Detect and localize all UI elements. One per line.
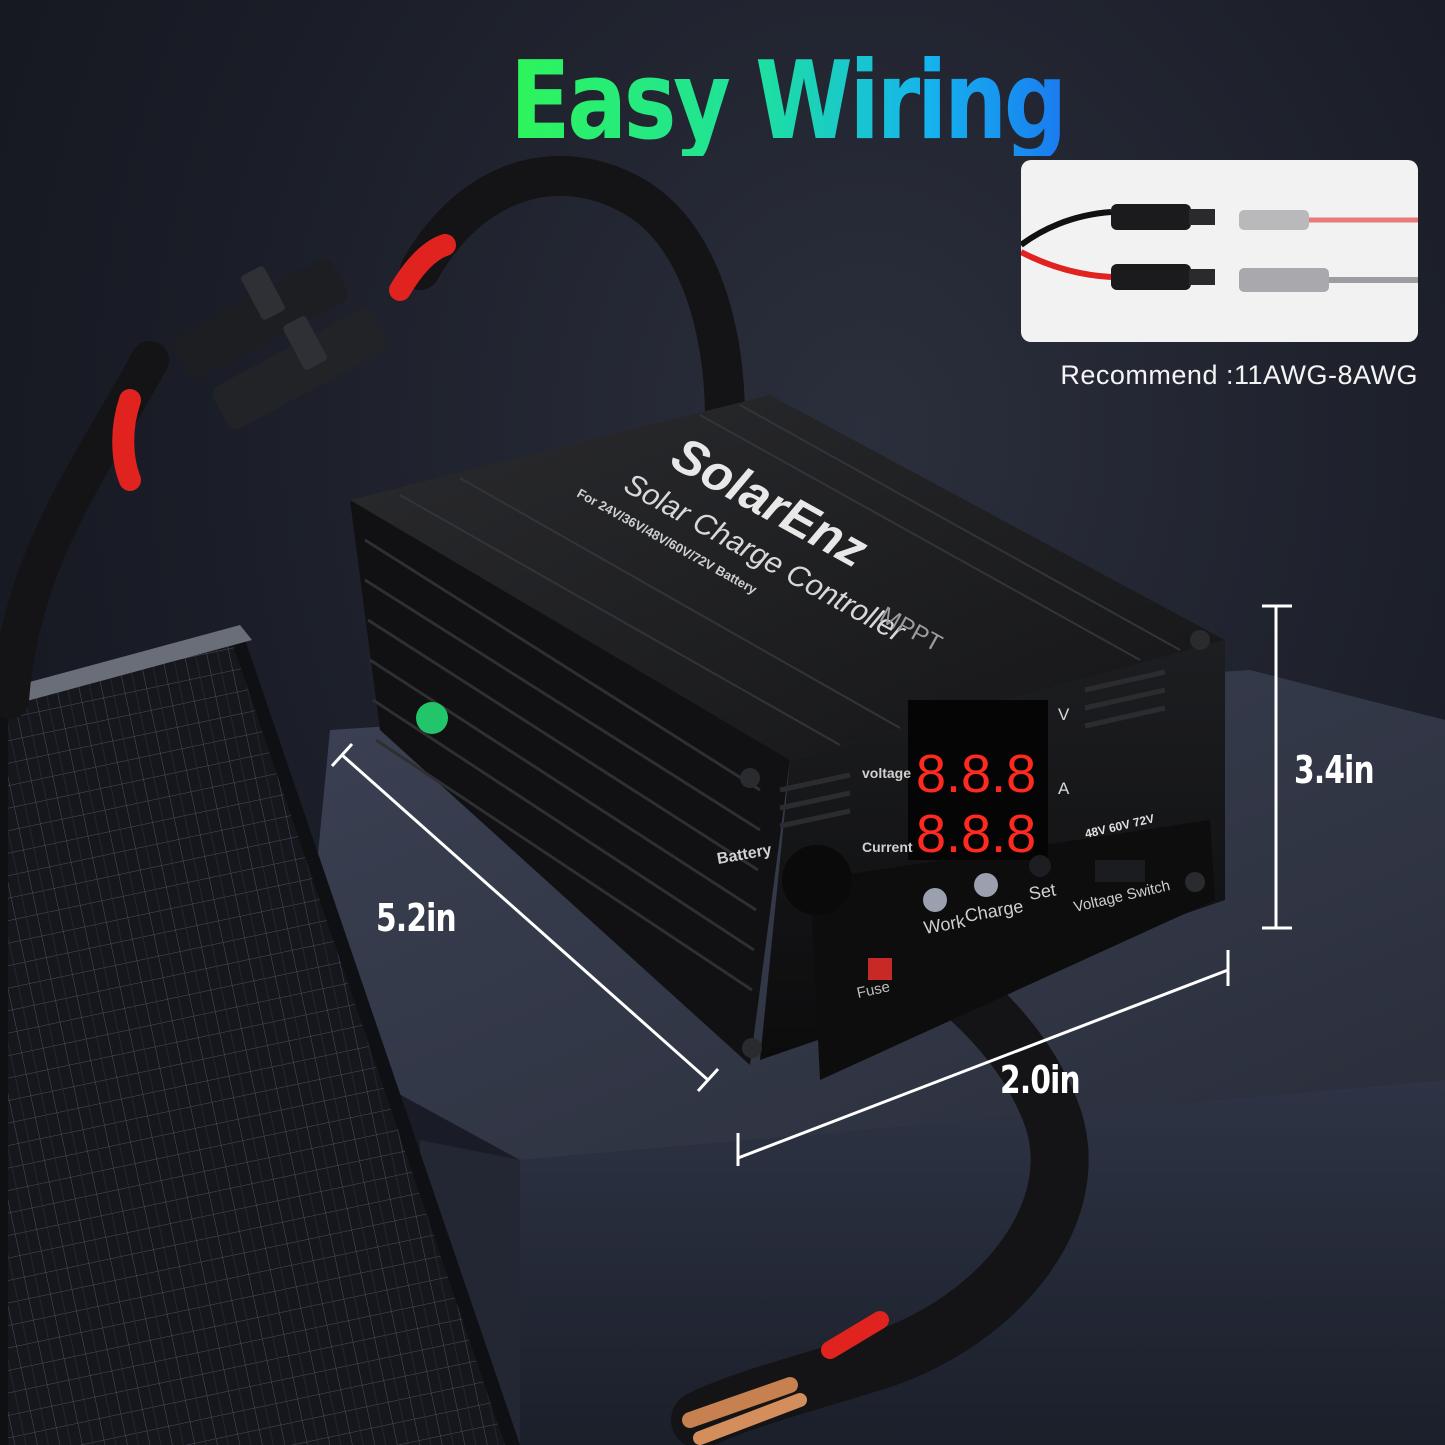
connector-diagram — [1021, 204, 1418, 292]
voltage-label: voltage — [862, 765, 911, 781]
set-label: Set — [1027, 880, 1057, 904]
width-dimension: 2.0in — [1000, 1058, 1081, 1102]
voltage-display: 8.8.8 — [916, 744, 1036, 804]
height-dimension: 3.4in — [1294, 748, 1375, 792]
headline: Easy Wiring — [510, 39, 1067, 164]
length-dimension: 5.2in — [376, 896, 457, 940]
charge-controller — [350, 395, 1225, 1080]
recommend-caption: Recommend :11AWG-8AWG — [1060, 360, 1418, 390]
unit-v-label: V — [1058, 705, 1070, 724]
current-label: Current — [862, 839, 913, 855]
fuse-label: Fuse — [855, 978, 891, 1002]
solar-panel — [0, 625, 520, 1445]
mc4-connectors — [172, 259, 388, 429]
current-display: 8.8.8 — [916, 804, 1036, 864]
unit-a-label: A — [1058, 779, 1070, 798]
connector-inset — [1021, 160, 1418, 342]
dimension-lines — [330, 604, 1292, 1166]
